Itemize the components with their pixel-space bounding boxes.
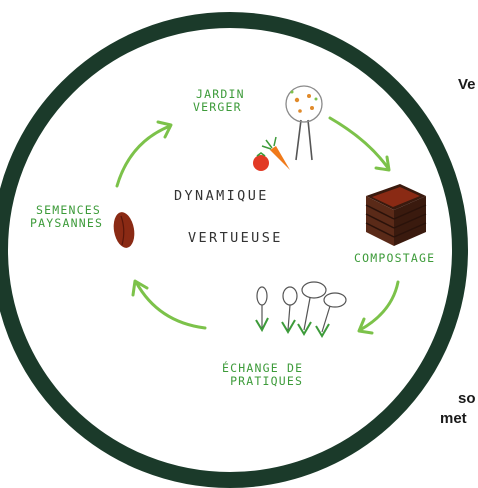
arrow-seeds-to-garden-head <box>156 120 173 139</box>
arrow-garden-to-compost-head <box>374 155 391 172</box>
arrow-compost-to-exchange <box>358 280 400 332</box>
arrow-compost-to-exchange-head <box>357 317 374 335</box>
compost-bin-icon <box>365 184 427 246</box>
cycle-drawing <box>113 85 427 338</box>
exchange-label-line1: ÉCHANGE DE <box>222 361 304 375</box>
arrow-seeds-to-garden <box>115 124 172 188</box>
center-title-line2: VERTUEUSE <box>188 230 283 246</box>
clipped-text-mid: so <box>458 390 476 407</box>
seeds-label-line1: SEMENCES <box>36 203 101 217</box>
garden-label-line2: VERGER <box>193 100 242 115</box>
compost-label: COMPOSTAGE <box>354 251 436 265</box>
cycle-illustration: JARDIN VERGER COMPOSTAGE ÉCHANGE DE PRAT… <box>0 12 476 488</box>
vegetables-icon <box>253 136 290 171</box>
exchange-plants-icon <box>255 281 347 338</box>
exchange-label-line2: PRATIQUES <box>230 374 304 389</box>
seeds-label: SEMENCES PAYSANNES <box>30 203 103 230</box>
arrow-garden-to-compost <box>328 116 390 170</box>
tree-icon <box>285 85 323 161</box>
garden-label: JARDIN VERGER <box>193 87 245 114</box>
seeds-label-line2: PAYSANNES <box>30 216 104 231</box>
center-title-line1: DYNAMIQUE <box>174 188 269 204</box>
seed-icon <box>113 212 135 248</box>
clipped-text-top: Ve <box>458 76 476 93</box>
arrow-exchange-to-seeds <box>134 280 207 330</box>
exchange-label: ÉCHANGE DE PRATIQUES <box>222 361 304 389</box>
compost-label-text: COMPOSTAGE <box>354 251 436 265</box>
clipped-text-bottom: met <box>440 410 467 427</box>
garden-label-line1: JARDIN <box>196 87 245 101</box>
arrow-exchange-to-seeds-head <box>131 279 149 297</box>
